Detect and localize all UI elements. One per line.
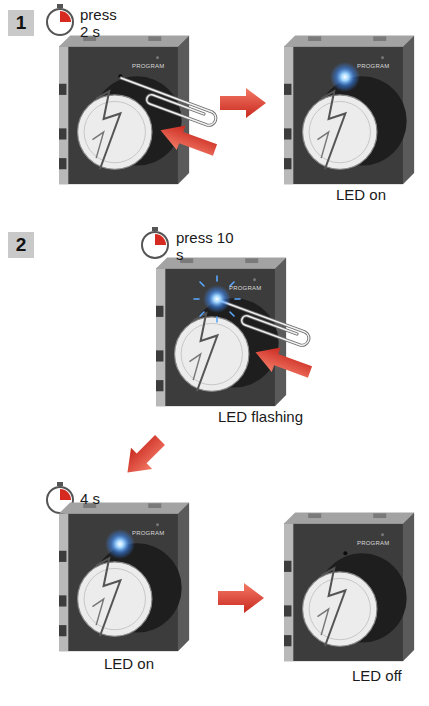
step-badge: 1 xyxy=(8,10,34,36)
illustration-part xyxy=(216,276,218,281)
illustration-part xyxy=(155,234,166,245)
device xyxy=(284,512,414,661)
illustration-part xyxy=(218,300,309,345)
button-label: PROGRAM xyxy=(132,530,164,537)
illustration-part xyxy=(142,232,168,258)
step-arrow xyxy=(117,429,171,483)
push-arrow xyxy=(251,340,314,384)
illustration-part xyxy=(218,300,309,345)
illustration-part xyxy=(121,78,216,125)
button-label: PROGRAM xyxy=(132,63,164,70)
timer-icon xyxy=(142,227,168,258)
button-label: PROGRAM xyxy=(357,540,389,547)
instruction-label: LED off xyxy=(352,667,402,684)
illustration-part xyxy=(121,78,216,125)
illustration-part xyxy=(200,282,204,286)
paperclip xyxy=(218,300,309,345)
instruction-label: LED on xyxy=(336,186,386,203)
illustration-part xyxy=(230,312,234,316)
instruction-label: press 10 s xyxy=(176,229,236,263)
illustration-part xyxy=(60,11,71,22)
button-label: PROGRAM xyxy=(357,63,389,70)
step-number: 2 xyxy=(16,234,27,256)
button-label: PROGRAM xyxy=(229,285,261,292)
illustration-part xyxy=(203,285,231,313)
step-badge: 2 xyxy=(8,232,34,258)
illustration-part xyxy=(235,298,240,300)
push-arrow xyxy=(156,118,219,162)
illustration-part xyxy=(152,227,158,231)
step-arrow xyxy=(220,88,266,118)
instruction-label: LED flashing xyxy=(218,408,303,425)
timer-icon xyxy=(47,4,73,35)
illustration-part xyxy=(60,489,71,500)
device xyxy=(284,35,414,184)
illustration-part xyxy=(216,317,218,322)
step-arrow xyxy=(218,583,264,613)
instruction-label: LED on xyxy=(104,655,154,672)
illustration-part xyxy=(194,298,199,300)
led-glow xyxy=(330,62,360,92)
illustration-part xyxy=(57,4,63,8)
step-number: 1 xyxy=(16,12,27,34)
paperclip xyxy=(121,78,216,125)
instruction-label: press 2 s xyxy=(80,6,128,40)
instruction-label: 4 s xyxy=(80,490,100,507)
led-flash xyxy=(194,276,240,322)
illustration-part xyxy=(47,9,73,35)
led-glow xyxy=(105,529,135,559)
device xyxy=(59,502,189,651)
illustration-part xyxy=(200,312,204,316)
illustration-part xyxy=(57,482,63,486)
